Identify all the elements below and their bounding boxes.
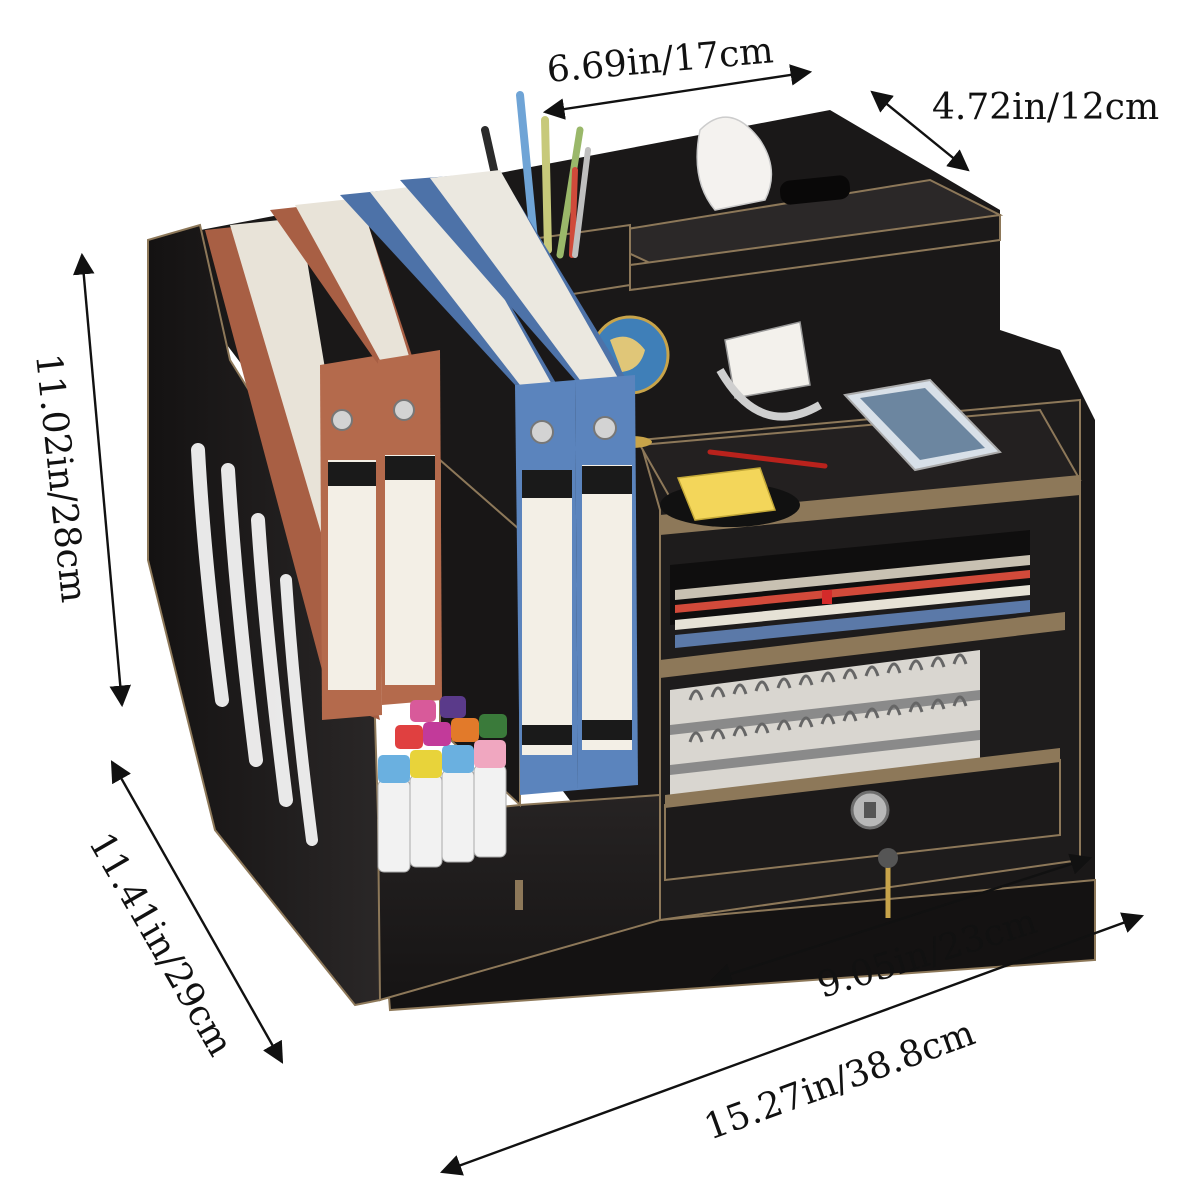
arrow-total-width xyxy=(439,912,1145,1176)
binder-blue-2 xyxy=(400,170,638,790)
markers xyxy=(377,696,507,873)
rolodex-icon xyxy=(716,321,823,421)
side-vent-slots xyxy=(191,443,318,846)
magazine-shelf-upper xyxy=(670,530,1030,648)
sticky-note-icon xyxy=(676,467,777,521)
tissue-slot xyxy=(779,175,851,205)
binder-brown-2 xyxy=(270,198,442,705)
spiral-notebooks xyxy=(670,650,980,800)
arrow-top-depth xyxy=(870,90,970,172)
arrow-height xyxy=(72,252,132,708)
binder-blue-1 xyxy=(340,183,578,795)
arrow-side-depth xyxy=(110,760,284,1064)
binder-brown-1 xyxy=(205,218,382,720)
label-total-width: 15.27in/38.8cm xyxy=(699,1013,980,1149)
shelf-divider xyxy=(660,612,1065,678)
label-height: 11.02in/28cm xyxy=(27,352,94,605)
red-pen xyxy=(707,449,828,469)
drawer-top-edge xyxy=(665,748,1060,808)
desk-organizer xyxy=(147,91,1096,1012)
label-top-depth: 4.72in/12cm xyxy=(932,87,1159,128)
slot-mark xyxy=(515,880,523,910)
arrow-top-width xyxy=(542,64,813,120)
lock-icon xyxy=(850,790,890,830)
